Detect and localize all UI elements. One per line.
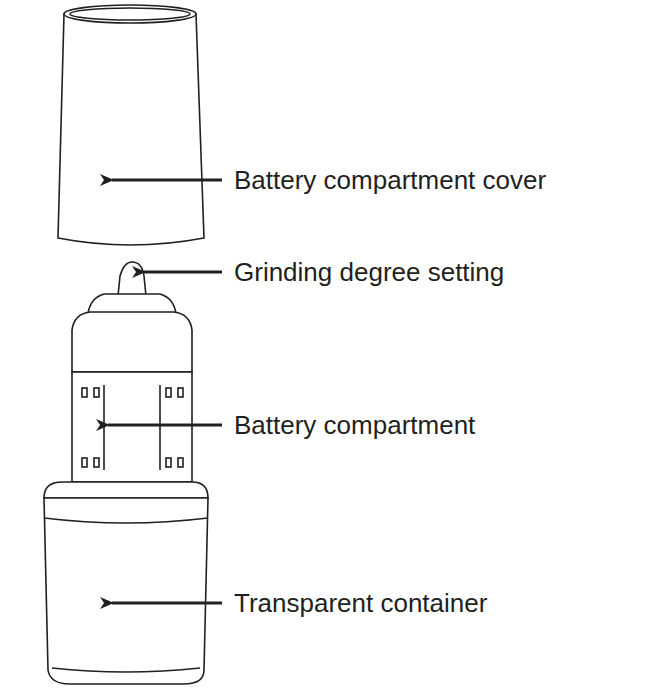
battery-contact (166, 388, 171, 397)
battery-contact (178, 388, 183, 397)
battery-contact (94, 388, 99, 397)
shoulder (88, 294, 176, 314)
cover-rim (64, 5, 196, 23)
battery-compartment (72, 372, 192, 482)
part-label: Transparent container (234, 587, 487, 619)
cover-body (58, 14, 204, 245)
collar (44, 482, 208, 498)
part-label: Battery compartment (234, 409, 475, 441)
battery-contact (166, 458, 171, 467)
transparent-container (44, 498, 208, 684)
leader-arrow (112, 602, 222, 605)
part-label: Battery compartment cover (234, 164, 546, 196)
battery-contact (94, 458, 99, 467)
battery-contact (82, 458, 87, 467)
battery-line (103, 385, 105, 470)
leader-arrow (144, 271, 222, 274)
upper-body (72, 312, 192, 372)
leader-arrow (112, 179, 222, 182)
battery-line (159, 385, 161, 470)
leader-arrow (108, 424, 222, 427)
part-label: Grinding degree setting (234, 256, 504, 288)
container-band (44, 518, 208, 523)
battery-contact (178, 458, 183, 467)
setting-knob (118, 262, 146, 296)
battery-contact (82, 388, 87, 397)
container-base (52, 668, 200, 672)
cover-rim-inner (70, 8, 190, 20)
